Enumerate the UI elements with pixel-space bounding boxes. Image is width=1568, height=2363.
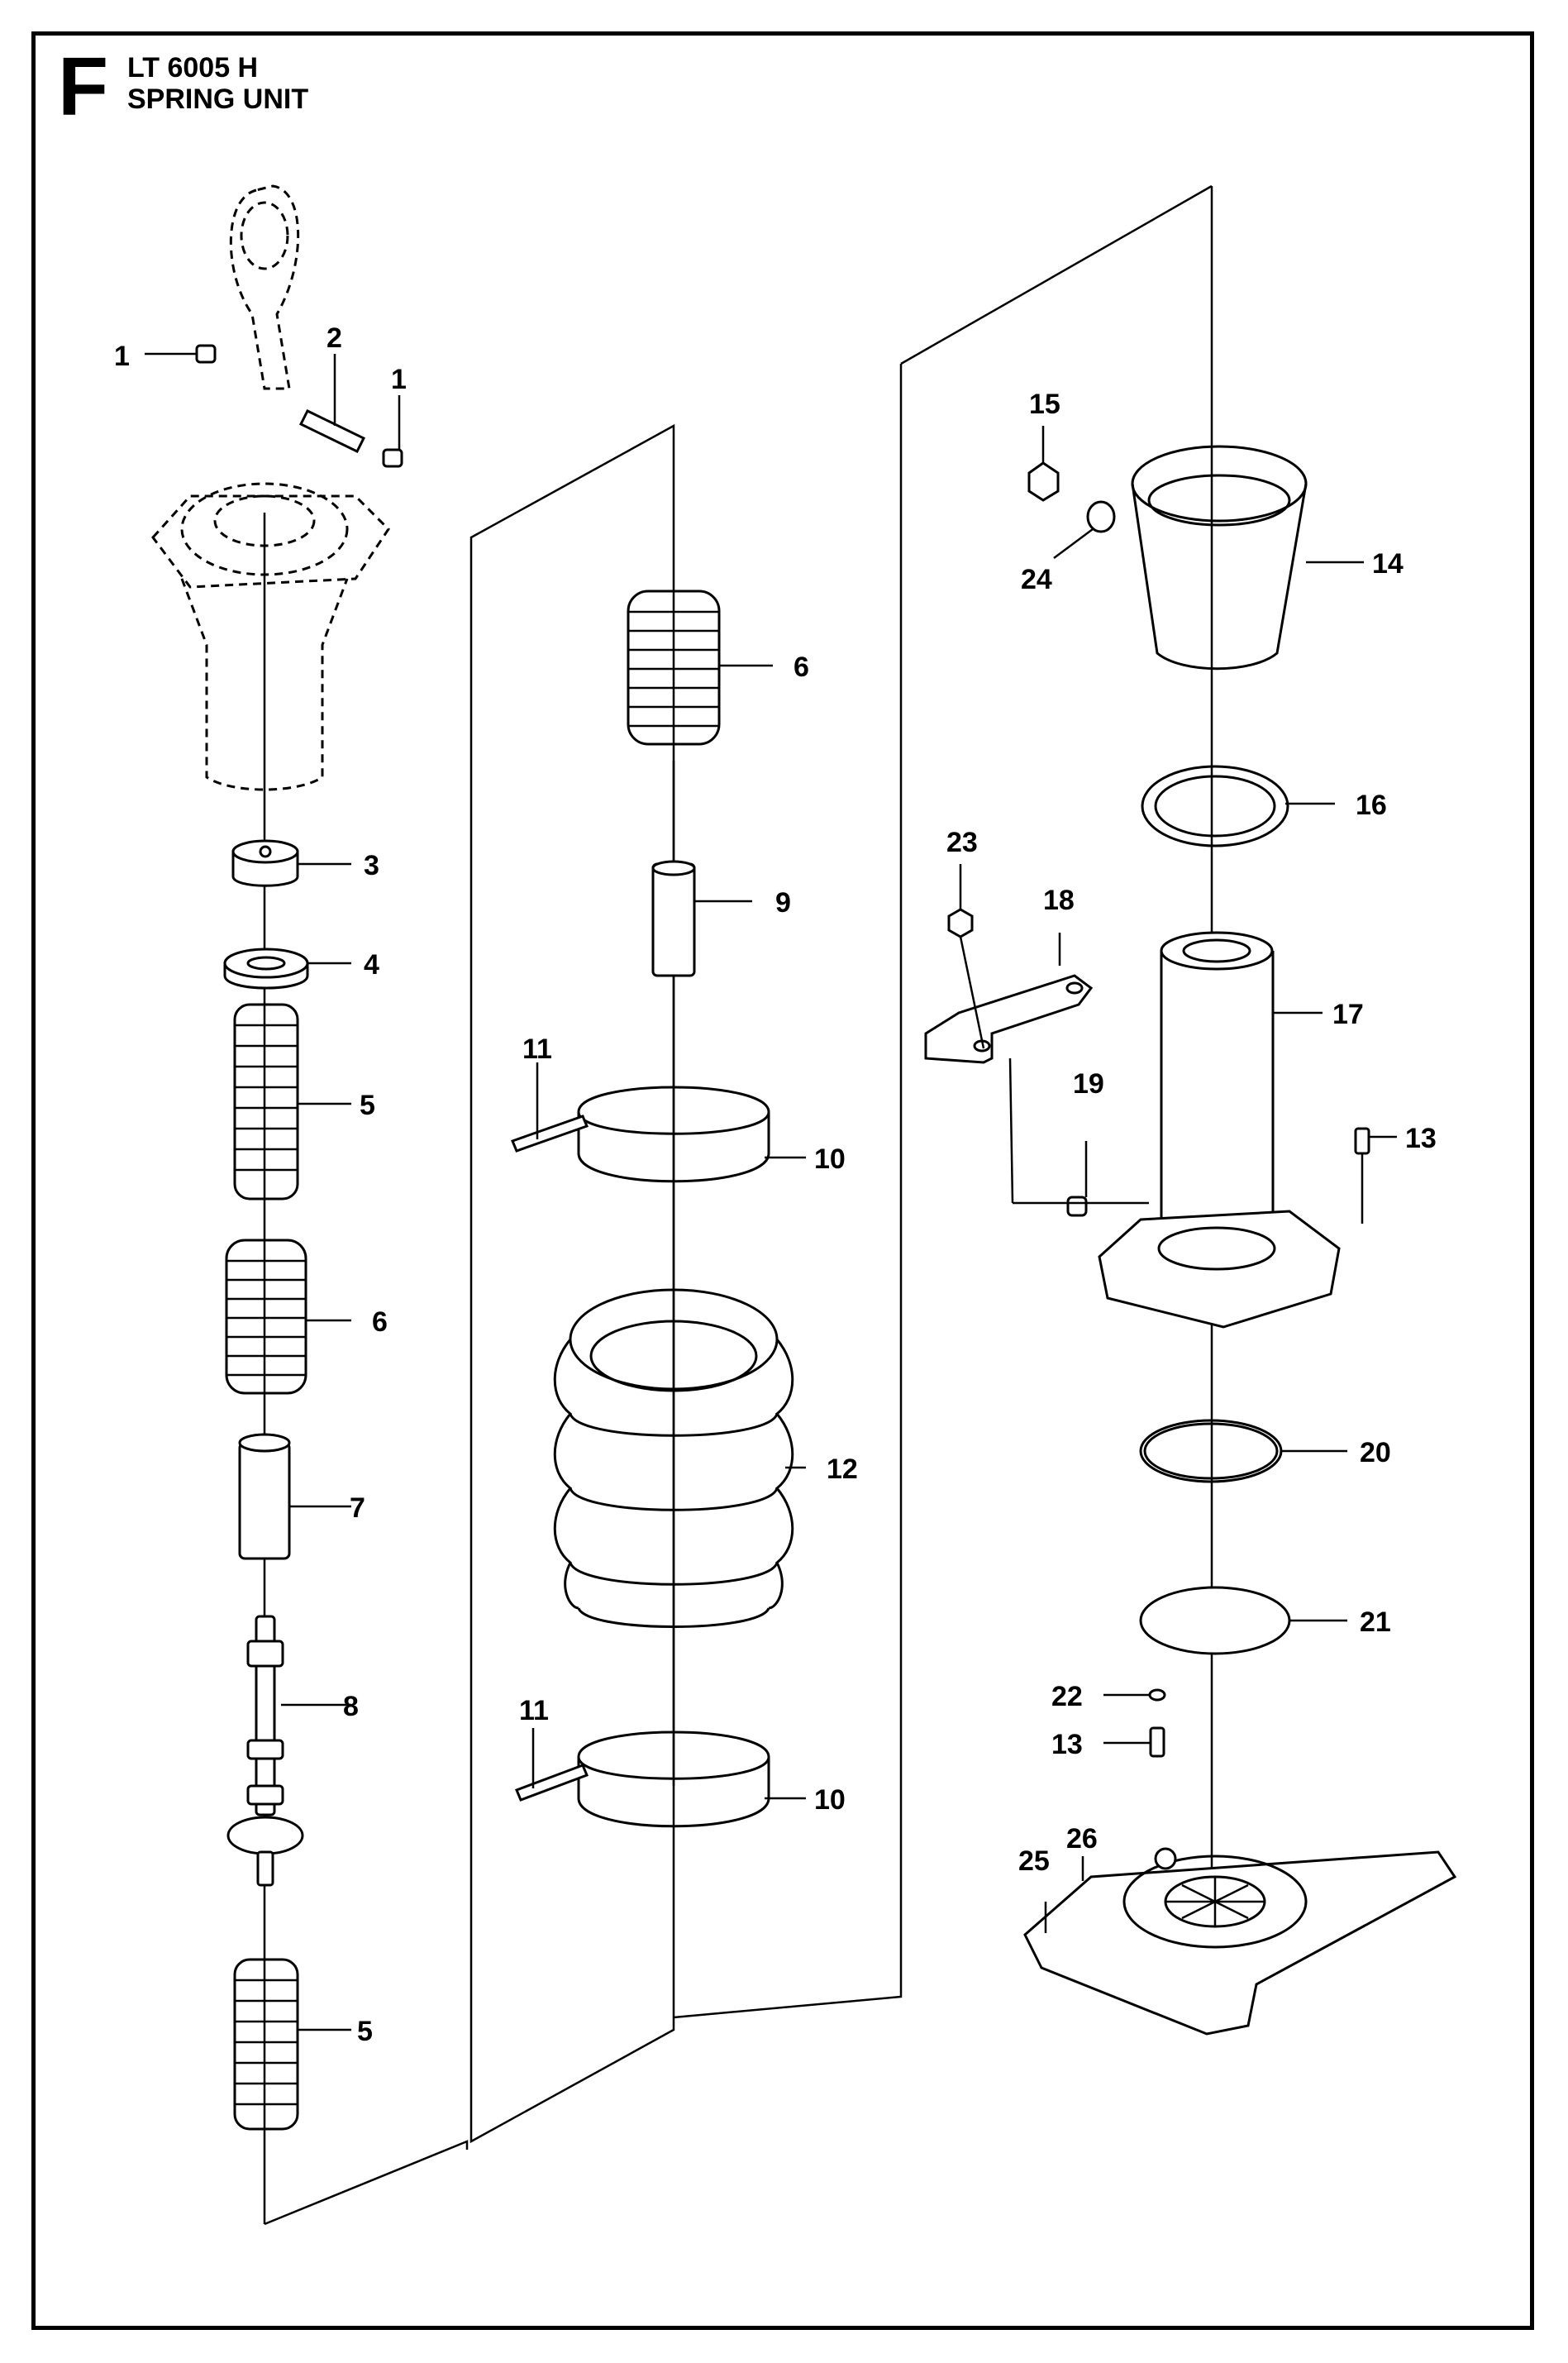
part-15-plug: [1027, 426, 1060, 502]
callout-1-right: 1: [391, 364, 407, 395]
part-19-screw: [1066, 1141, 1088, 1217]
group-frame-right-left-edge: [673, 364, 903, 2019]
section-title: SPRING UNIT: [127, 84, 309, 115]
callout-15: 15: [1029, 389, 1060, 420]
callout-2: 2: [326, 322, 342, 354]
part-7-sleeve: [238, 1433, 351, 1560]
page-frame: [31, 31, 1534, 2330]
callout-10-upper: 10: [814, 1143, 846, 1175]
part-6-spring-center: [627, 590, 773, 746]
callout-6-left: 6: [372, 1306, 388, 1338]
callout-21: 21: [1360, 1606, 1391, 1638]
part-17-tube: [1160, 931, 1323, 1254]
callout-5-lower: 5: [357, 2016, 373, 2047]
callout-23: 23: [946, 827, 978, 858]
callout-4: 4: [364, 949, 379, 981]
part-22-washer: [1103, 1688, 1166, 1702]
part-23-nut: [947, 864, 985, 1049]
part-1-cap-right: [382, 448, 403, 468]
part-11-screw-upper: [511, 1062, 589, 1153]
callout-13-lower: 13: [1051, 1729, 1083, 1760]
part-25-26-foot-plate: [1023, 1847, 1457, 2036]
part-8-shaft: [226, 1615, 351, 1887]
part-10-clamp-lower: [577, 1730, 806, 1828]
part-13-screw-upper: [1354, 1127, 1397, 1224]
callout-19: 19: [1073, 1068, 1104, 1100]
callout-13-upper: 13: [1405, 1123, 1437, 1154]
part-6-spring-left: [225, 1239, 351, 1395]
part-14-cup: [1131, 445, 1364, 671]
part-5-spring-lower: [233, 1958, 351, 2131]
spring-base-housing: [1008, 1057, 1341, 1329]
callout-7: 7: [350, 1492, 365, 1524]
callout-11-lower: 11: [519, 1695, 549, 1726]
part-11-screw-lower: [515, 1728, 589, 1802]
callout-18: 18: [1043, 885, 1075, 916]
part-13-screw-lower: [1103, 1726, 1165, 1758]
callout-9: 9: [775, 887, 791, 919]
group-frame-center: [469, 423, 675, 2144]
callout-1-left: 1: [114, 341, 130, 372]
callout-17: 17: [1332, 999, 1364, 1030]
callout-8: 8: [343, 1691, 359, 1722]
callout-20: 20: [1360, 1437, 1391, 1468]
part-9-sleeve: [651, 860, 752, 977]
housing-reference-dashed: [151, 184, 390, 791]
callout-25: 25: [1018, 1845, 1050, 1877]
part-21-plate: [1139, 1586, 1347, 1655]
callout-14: 14: [1372, 548, 1404, 580]
part-18-bracket: [924, 933, 1094, 1064]
part-1-cap-left: [195, 344, 217, 364]
callout-16: 16: [1356, 790, 1387, 821]
callout-11-upper: 11: [522, 1034, 552, 1065]
part-2-pin: [298, 354, 366, 453]
callout-26: 26: [1066, 1823, 1098, 1855]
part-16-gasket: [1141, 765, 1335, 847]
part-4-washer: [223, 948, 351, 990]
callout-5-upper: 5: [360, 1090, 375, 1121]
part-5-spring-upper: [233, 1003, 351, 1201]
section-letter: F: [58, 41, 109, 133]
callout-12: 12: [827, 1454, 858, 1485]
part-12-bellows: [553, 1288, 806, 1628]
group-frame-right: [900, 184, 1213, 365]
callout-22: 22: [1051, 1681, 1083, 1712]
part-20-o-ring: [1139, 1419, 1347, 1483]
callout-3: 3: [364, 850, 379, 881]
callout-24: 24: [1021, 564, 1052, 595]
model-title: LT 6005 H: [127, 52, 259, 84]
part-24-o-ring: [1053, 500, 1116, 560]
group-frame-left-bottom: [264, 2140, 469, 2226]
part-3-retainer: [231, 839, 351, 887]
callout-10-lower: 10: [814, 1784, 846, 1816]
callout-6-center: 6: [794, 652, 809, 683]
part-10-clamp-upper: [577, 1086, 806, 1183]
